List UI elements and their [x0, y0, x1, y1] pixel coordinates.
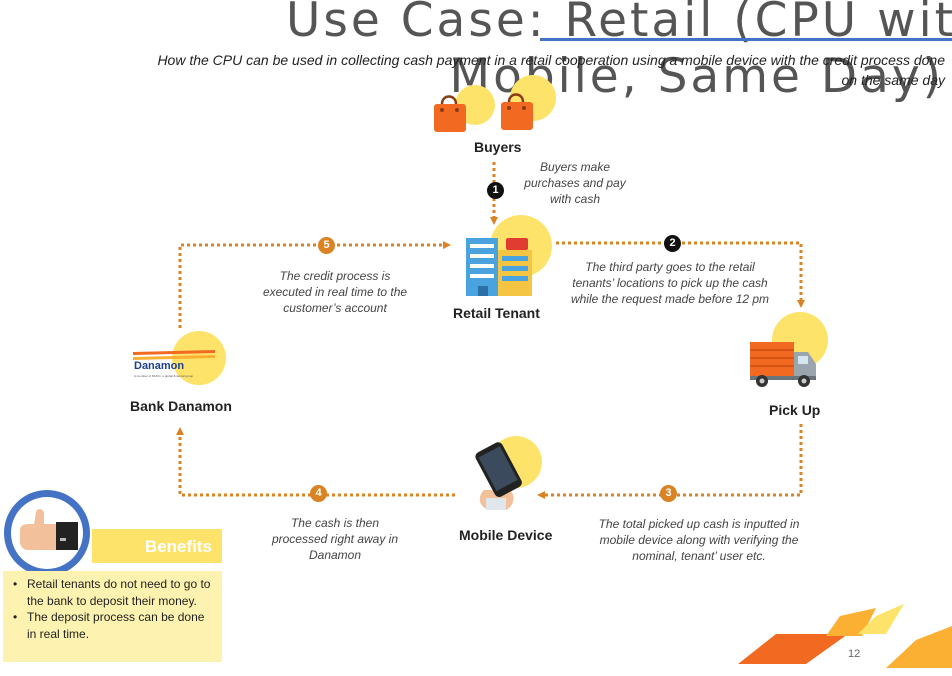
desc-line: nominal, tenant’ user etc.: [632, 549, 766, 563]
step-5-badge: 5: [318, 237, 335, 254]
danamon-logo: Danamon A member of MUFG, a global finan…: [133, 350, 215, 384]
danamon-wordmark: Danamon: [134, 360, 185, 372]
buyers-label: Buyers: [474, 139, 522, 155]
benefits-list: Retail tenants do not need to go to the …: [11, 576, 216, 642]
desc-line: customer’s account: [283, 301, 387, 315]
desc-line: The cash is then: [290, 516, 380, 530]
desc-line: tenants’ locations to pick up the cash: [572, 276, 768, 290]
desc-line: Danamon: [308, 548, 362, 562]
retail-tenant-label: Retail Tenant: [453, 305, 540, 321]
pickup-label: Pick Up: [769, 402, 821, 418]
thumbs-up-icon: [20, 509, 78, 550]
page-subtitle: How the CPU can be used in collecting ca…: [0, 50, 945, 90]
desc-line: while the request made before 12 pm: [570, 292, 770, 306]
step-3-badge: 3: [660, 485, 677, 502]
step-4-description: The cash is then processed right away in…: [250, 515, 420, 563]
desc-line: mobile device along with verifying the: [599, 533, 799, 547]
title-underline: [540, 38, 952, 41]
thumbs-up-badge: [4, 490, 90, 576]
benefits-item: Retail tenants do not need to go to the …: [11, 576, 216, 609]
desc-line: with cash: [549, 192, 601, 206]
bank-danamon-label: Bank Danamon: [130, 398, 232, 414]
connector-4: [176, 427, 455, 497]
building-icon: [466, 238, 532, 296]
step-2-badge: 2: [664, 235, 681, 252]
mobile-device-label: Mobile Device: [459, 527, 553, 543]
shopping-bag-icon: [434, 95, 466, 132]
desc-line: purchases and pay: [524, 176, 626, 190]
danamon-tagline: A member of MUFG, a global financial gro…: [134, 374, 194, 378]
desc-line: Buyers make: [539, 160, 611, 174]
step-3-description: The total picked up cash is inputted in …: [588, 516, 810, 564]
step-2-description: The third party goes to the retail tenan…: [560, 259, 780, 307]
subtitle-line1: How the CPU can be used in collecting ca…: [157, 52, 945, 68]
desc-line: The credit process is: [279, 269, 391, 283]
step-4-badge: 4: [310, 485, 327, 502]
benefits-list-box: Retail tenants do not need to go to the …: [3, 571, 222, 662]
truck-icon: [750, 342, 816, 387]
step-1-badge: 1: [487, 182, 504, 199]
brand-chevron-decoration: [738, 604, 952, 668]
desc-line: The total picked up cash is inputted in: [598, 517, 800, 531]
desc-line: The third party goes to the retail: [585, 260, 755, 274]
step-5-description: The credit process is executed in real t…: [250, 268, 420, 316]
subtitle-line2: on the same day: [841, 72, 945, 88]
shopping-bag-icon: [501, 93, 533, 130]
desc-line: executed in real time to the: [262, 285, 408, 299]
benefits-item: The deposit process can be done in real …: [11, 609, 216, 642]
benefits-title: Benefits: [92, 529, 222, 563]
step-1-description: Buyers make purchases and pay with cash: [515, 159, 635, 207]
desc-line: processed right away in: [271, 532, 399, 546]
danamon-stripes-icon: [133, 350, 215, 360]
page-number: 12: [848, 648, 861, 660]
mobile-phone-icon: [475, 442, 522, 510]
